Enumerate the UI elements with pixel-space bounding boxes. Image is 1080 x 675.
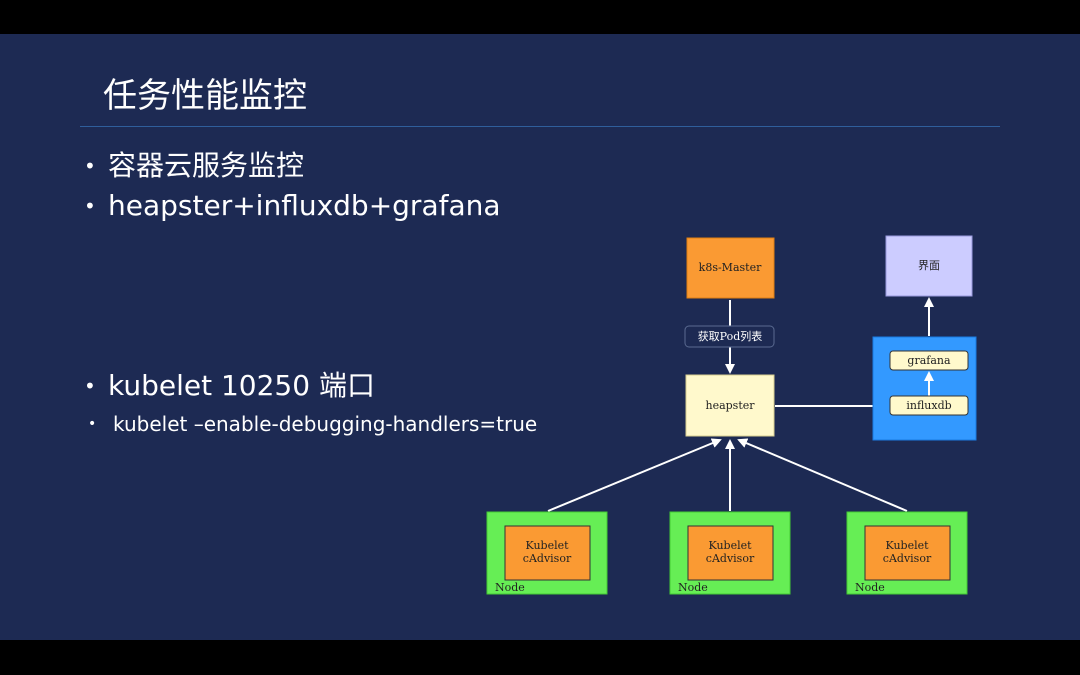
kubelet-label: Kubelet — [885, 539, 929, 552]
influxdb-label: influxdb — [906, 399, 951, 412]
grafana-label: grafana — [907, 354, 951, 367]
bullet-dot-icon: • — [88, 416, 97, 432]
ui-box — [885, 235, 973, 297]
sub-bullet-item: • kubelet –enable-debugging-handlers=tru… — [88, 410, 537, 438]
sub-bullet-text: kubelet –enable-debugging-handlers=true — [113, 412, 538, 436]
get-pods-label-box — [684, 325, 775, 348]
arrow-node3-to-heapster — [737, 438, 908, 512]
cadvisor-label: cAdvisor — [706, 552, 755, 565]
bullet-item: • heapster+influxdb+grafana — [84, 188, 501, 224]
k8s-master-box — [686, 237, 775, 299]
k8s-master-label: k8s-Master — [699, 261, 762, 274]
bullet-dot-icon: • — [84, 374, 96, 398]
kubelet-cadvisor-box — [864, 525, 951, 581]
heapster-label: heapster — [705, 399, 755, 412]
influxdb-box — [889, 395, 969, 416]
arrow-node1-to-heapster — [547, 438, 722, 512]
kubelet-label: Kubelet — [525, 539, 569, 552]
bullet-text: heapster+influxdb+grafana — [108, 189, 501, 222]
get-pods-label: 获取Pod列表 — [698, 329, 763, 343]
kubelet-cadvisor-box — [687, 525, 774, 581]
grafana-box — [889, 350, 969, 371]
kubelet-cadvisor-box — [504, 525, 591, 581]
node-label: Node — [495, 581, 525, 594]
heapster-box — [685, 374, 775, 437]
cadvisor-label: cAdvisor — [883, 552, 932, 565]
bullet-item: • kubelet 10250 端口 — [84, 368, 375, 404]
node-label: Node — [855, 581, 885, 594]
slide-title: 任务性能监控 — [103, 76, 307, 116]
title-divider — [80, 126, 1000, 127]
bullet-text: kubelet 10250 端口 — [108, 369, 375, 402]
bullet-dot-icon: • — [84, 194, 96, 218]
ui-label: 界面 — [918, 259, 940, 272]
cadvisor-label: cAdvisor — [523, 552, 572, 565]
kubelet-label: Kubelet — [708, 539, 752, 552]
bullet-dot-icon: • — [84, 154, 96, 178]
node-label: Node — [678, 581, 708, 594]
bullet-text: 容器云服务监控 — [108, 149, 305, 182]
bullet-item: • 容器云服务监控 — [84, 148, 304, 184]
